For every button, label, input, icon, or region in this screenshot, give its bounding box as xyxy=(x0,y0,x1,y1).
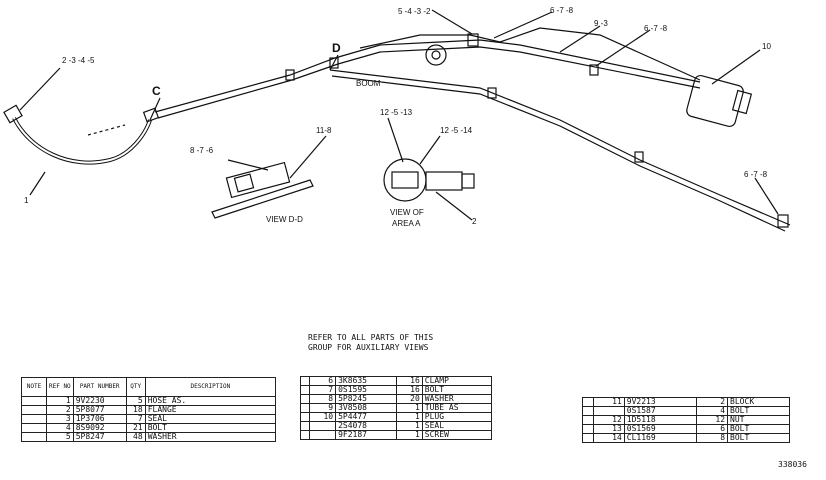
cell-note xyxy=(21,423,47,433)
view-area-a-fitting xyxy=(425,171,463,191)
label-2-view: 2 xyxy=(472,217,477,226)
cell-ref xyxy=(308,430,337,440)
cylinder-right xyxy=(686,74,744,128)
cell-part: 5P8247 xyxy=(72,432,127,442)
refer-note-line-2: GROUP FOR AUXILIARY VIEWS xyxy=(308,343,429,352)
cell-qty: 8 xyxy=(695,433,729,443)
label-6-7-8-right: 6 -7 -8 xyxy=(744,170,768,179)
fitting-left-end xyxy=(3,104,23,124)
label-11-8: 11-8 xyxy=(316,126,332,135)
boom-pivot xyxy=(425,44,447,66)
parts-table-1: NOTE REF NO PART NUMBER QTY DESCRIPTION … xyxy=(21,377,277,442)
col-desc: DESCRIPTION xyxy=(144,377,277,397)
cell-part: CL1169 xyxy=(623,433,697,443)
cell-note xyxy=(300,394,310,404)
label-8-7-6: 8 -7 -6 xyxy=(190,146,214,155)
cell-ref: 11 xyxy=(592,397,625,407)
cell-note xyxy=(21,414,47,424)
cell-desc: BOLT xyxy=(727,433,790,443)
cell-desc: SCREW xyxy=(421,430,493,440)
label-c: C xyxy=(152,84,161,98)
cell-note xyxy=(21,396,47,406)
label-6-7-8-mid: 6 -7 -8 xyxy=(644,24,668,33)
boom-line-lower xyxy=(329,69,791,226)
col-note: NOTE xyxy=(21,377,47,397)
view-dd-bar xyxy=(211,179,314,219)
label-12-5-13: 12 -5 -13 xyxy=(380,108,413,117)
col-part: PART NUMBER xyxy=(72,377,127,397)
cell-note xyxy=(300,421,310,431)
label-view-dd: VIEW D-D xyxy=(266,215,303,224)
cell-qty: 48 xyxy=(125,432,146,442)
label-boom: BOOM xyxy=(356,79,381,88)
cell-note xyxy=(300,385,310,395)
cell-note xyxy=(582,406,594,416)
cell-note xyxy=(582,415,594,425)
label-2-3-4-5: 2 -3 -4 -5 xyxy=(62,56,95,65)
col-qty: QTY xyxy=(125,377,146,397)
refer-note-line-1: REFER TO ALL PARTS OF THIS xyxy=(308,333,434,342)
cell-note xyxy=(300,376,310,386)
label-1: 1 xyxy=(24,196,29,205)
cell-ref: 10 xyxy=(308,412,337,422)
cell-note xyxy=(300,403,310,413)
fitting-c xyxy=(142,107,160,123)
document-number: 338036 xyxy=(778,460,807,469)
label-10: 10 xyxy=(762,42,771,51)
cell-qty: 1 xyxy=(395,430,423,440)
cell-ref: 5 xyxy=(46,432,74,442)
view-dd-block xyxy=(225,161,291,199)
label-5-4-3-2: 5 -4 -3 -2 xyxy=(398,7,431,16)
label-6-7-8-top: 6 -7 -8 xyxy=(550,6,574,15)
cell-note xyxy=(300,430,310,440)
cell-note xyxy=(582,397,594,407)
cell-note xyxy=(21,405,47,415)
hose-left-curved xyxy=(12,117,152,165)
cell-note xyxy=(582,433,594,443)
label-d: D xyxy=(332,41,341,55)
cell-part: 9F2187 xyxy=(335,430,397,440)
view-area-a-ring xyxy=(383,158,427,202)
label-area-a: AREA A xyxy=(392,219,421,228)
col-ref: REF NO xyxy=(46,377,74,397)
label-view-of: VIEW OF xyxy=(390,208,424,217)
cell-note xyxy=(21,432,47,442)
cell-note xyxy=(582,424,594,434)
label-9-3: 9 -3 xyxy=(594,19,608,28)
cell-ref: 14 xyxy=(592,433,625,443)
boom-line-upper xyxy=(154,39,701,113)
cell-note xyxy=(300,412,310,422)
label-12-5-14: 12 -5 -14 xyxy=(440,126,473,135)
cell-desc: WASHER xyxy=(144,432,277,442)
cell-ref xyxy=(308,421,337,431)
